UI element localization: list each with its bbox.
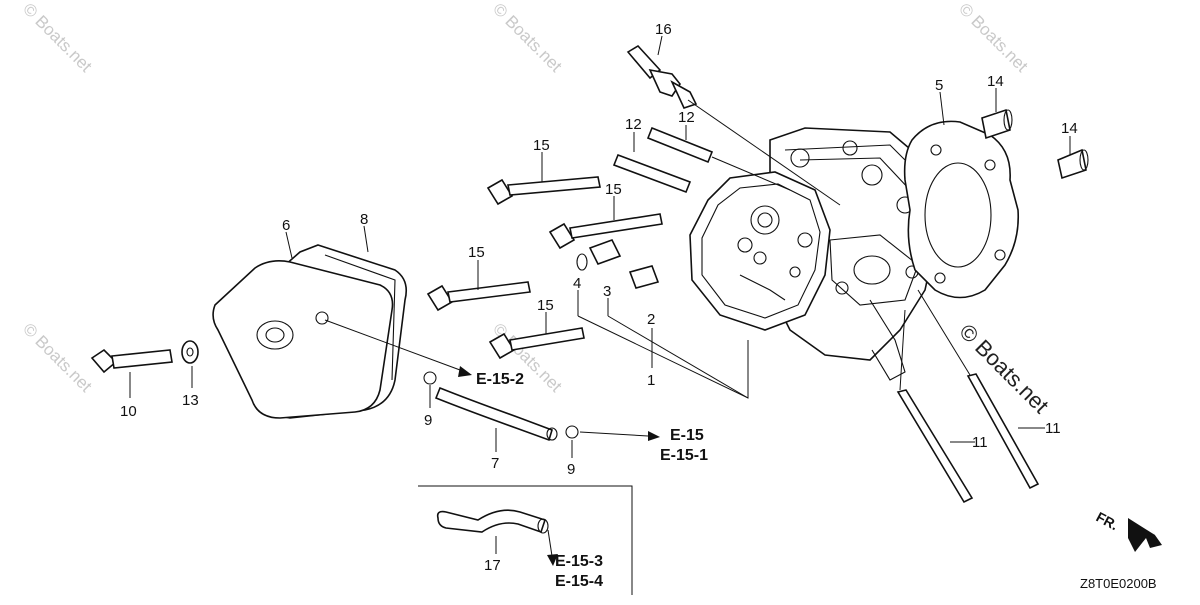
callout-2: 2 xyxy=(647,311,655,328)
cylinder-head xyxy=(689,127,939,381)
spark-plug xyxy=(626,44,841,206)
watermark-text: © Boats.net xyxy=(19,0,96,76)
callout-3: 3 xyxy=(603,283,611,300)
cover-bolt xyxy=(90,340,199,374)
callout-12: 12 xyxy=(678,109,695,126)
callout-9: 9 xyxy=(567,461,575,478)
ref-e-15-3: E-15-3 xyxy=(555,553,603,570)
watermark-prominent: © Boats.net xyxy=(954,319,1053,418)
studs xyxy=(612,126,791,194)
callout-6: 6 xyxy=(282,217,290,234)
watermark-text: © Boats.net xyxy=(955,0,1032,76)
callout-11: 11 xyxy=(1045,420,1061,437)
watermark-text: © Boats.net xyxy=(19,319,96,396)
callout-8: 8 xyxy=(360,211,368,228)
callout-13: 13 xyxy=(182,392,199,409)
direction-label: FR. xyxy=(1094,509,1121,534)
diagram-code: Z8T0E0200B xyxy=(1080,576,1157,591)
head-bolts xyxy=(896,289,1040,504)
front-direction-arrow: FR. xyxy=(1094,509,1162,552)
callout-7: 7 xyxy=(491,455,499,472)
callout-11: 11 xyxy=(972,434,988,451)
watermark-text: © Boats.net xyxy=(489,0,566,76)
tube-17 xyxy=(436,509,549,534)
ref-e-15: E-15 xyxy=(670,427,704,444)
reference-codes: E-15-2 E-15 E-15-1 E-15-3 E-15-4 xyxy=(476,371,708,590)
callout-15: 15 xyxy=(533,137,550,154)
dowel-pins xyxy=(981,108,1089,180)
callout-5: 5 xyxy=(935,77,943,94)
callout-4: 4 xyxy=(573,275,581,292)
flange-bolts xyxy=(426,176,663,360)
small-parts xyxy=(576,239,660,289)
head-gasket xyxy=(903,120,1020,299)
callout-9: 9 xyxy=(424,412,432,429)
callout-16: 16 xyxy=(655,21,672,38)
callout-14: 14 xyxy=(1061,120,1078,137)
callout-1: 1 xyxy=(647,372,655,389)
callout-15: 15 xyxy=(537,297,554,314)
ref-e-15-4: E-15-4 xyxy=(555,573,603,590)
ref-e-15-1: E-15-1 xyxy=(660,447,708,464)
valve-cover xyxy=(212,244,408,419)
callout-14: 14 xyxy=(987,73,1004,90)
callout-12: 12 xyxy=(625,116,642,133)
callout-15: 15 xyxy=(468,244,485,261)
callout-10: 10 xyxy=(120,403,137,420)
callout-15: 15 xyxy=(605,181,622,198)
callouts: 16 5 14 14 12 12 15 15 15 15 6 8 4 3 2 1… xyxy=(120,21,1078,574)
breather-tube xyxy=(423,371,579,442)
leader-lines xyxy=(129,35,1071,595)
ref-e-15-2: E-15-2 xyxy=(476,371,524,388)
callout-17: 17 xyxy=(484,557,501,574)
